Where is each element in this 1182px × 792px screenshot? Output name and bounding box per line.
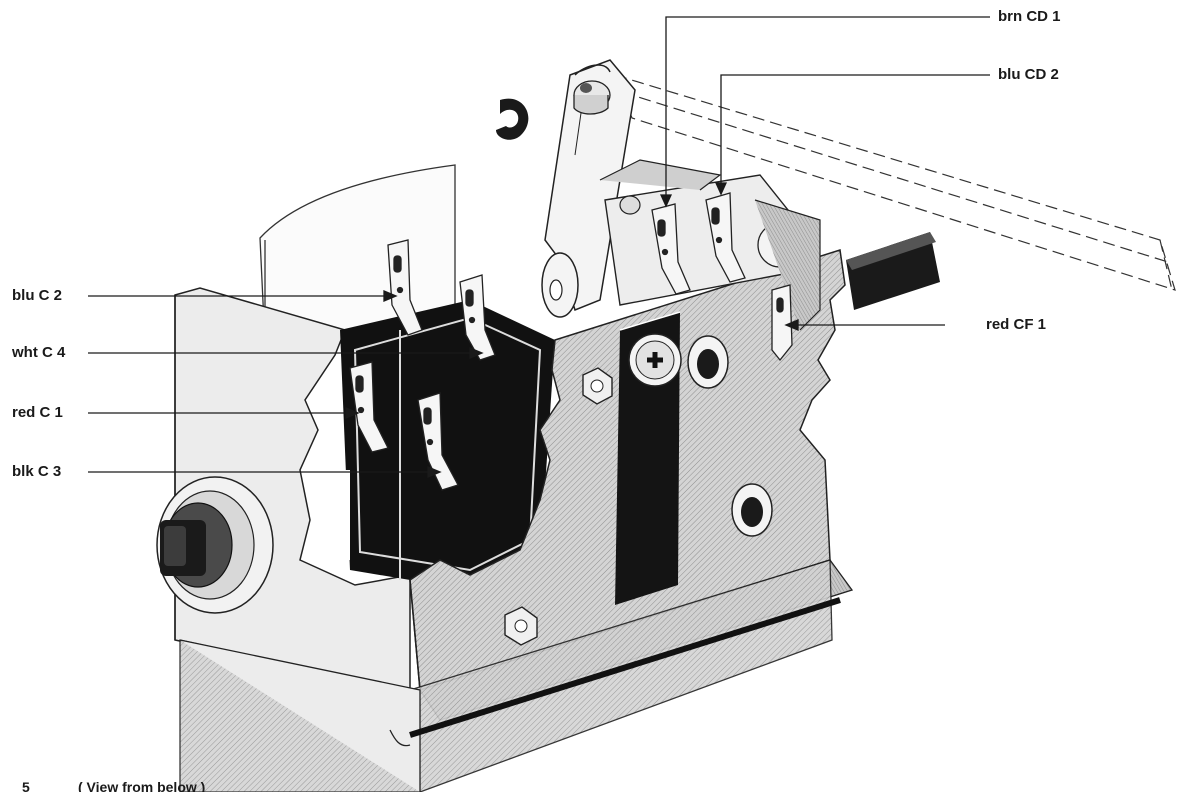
hex-nut-upper-icon bbox=[582, 367, 613, 405]
figure-number: 5 bbox=[22, 779, 30, 792]
phillips-screw-icon bbox=[628, 333, 682, 387]
label-red-c1: red C 1 bbox=[12, 404, 63, 421]
left-knob bbox=[156, 476, 274, 614]
right-mechanism bbox=[599, 159, 821, 331]
hex-nut-lower-icon bbox=[504, 606, 538, 646]
leader-lines bbox=[88, 16, 990, 478]
terminals bbox=[349, 192, 793, 491]
view-note: ( View from below ) bbox=[78, 779, 206, 792]
grommet-lower-icon bbox=[731, 483, 773, 537]
label-blk-c3: blk C 3 bbox=[12, 463, 62, 480]
label-blu-cd2: blu CD 2 bbox=[998, 66, 1059, 83]
lever-pin bbox=[573, 80, 611, 115]
label-brn-cd1: brn CD 1 bbox=[998, 8, 1061, 25]
label-blu-c2: blu C 2 bbox=[12, 287, 63, 304]
base-plate bbox=[179, 559, 854, 792]
e-clip-icon bbox=[496, 98, 529, 140]
label-wht-c4: wht C 4 bbox=[12, 344, 66, 361]
label-red-cf1: red CF 1 bbox=[986, 316, 1047, 333]
lever-arm bbox=[541, 59, 636, 318]
grommet-upper-icon bbox=[687, 335, 729, 389]
square-shaft bbox=[846, 232, 940, 310]
coil-block bbox=[340, 300, 555, 590]
